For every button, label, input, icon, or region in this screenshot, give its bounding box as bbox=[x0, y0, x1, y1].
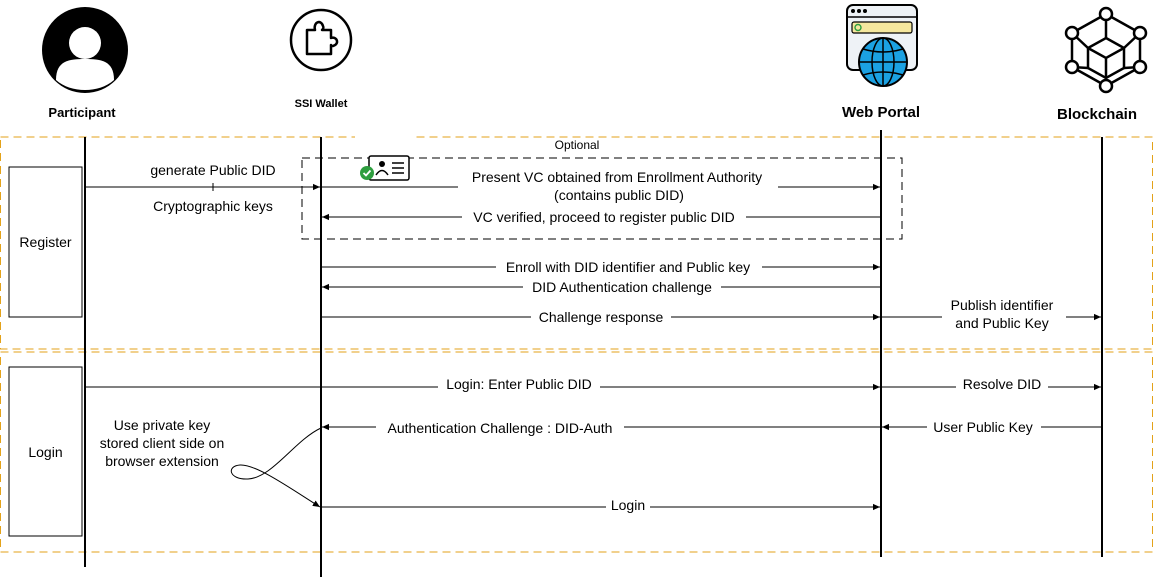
private-key-loop bbox=[230, 427, 322, 508]
check-badge-icon bbox=[360, 166, 374, 180]
msg-vc-verified: VC verified, proceed to register public … bbox=[473, 209, 734, 225]
msg-auth-challenge: Authentication Challenge : DID-Auth bbox=[388, 420, 613, 436]
login-label: Login bbox=[28, 444, 62, 460]
msg-crypto-keys: Cryptographic keys bbox=[153, 198, 273, 214]
note-private-key-2: stored client side on bbox=[100, 435, 225, 451]
credential-card-icon bbox=[368, 155, 410, 181]
blockchain-title: Blockchain bbox=[1057, 106, 1137, 123]
optional-label: Optional bbox=[555, 138, 600, 152]
msg-publish-1: Publish identifier bbox=[951, 297, 1054, 313]
msg-user-pubkey: User Public Key bbox=[933, 419, 1033, 435]
msg-generate-did: generate Public DID bbox=[150, 162, 275, 178]
msg-login-final: Login bbox=[611, 497, 645, 513]
msg-challenge-response: Challenge response bbox=[539, 309, 664, 325]
optional-box bbox=[301, 157, 903, 240]
msg-resolve-did: Resolve DID bbox=[963, 376, 1042, 392]
note-private-key-3: browser extension bbox=[105, 453, 219, 469]
browser-globe-icon bbox=[846, 4, 918, 87]
participant-icon bbox=[42, 7, 128, 93]
puzzle-icon bbox=[289, 8, 353, 72]
msg-present-vc-1: Present VC obtained from Enrollment Auth… bbox=[472, 169, 762, 185]
msg-login-enter: Login: Enter Public DID bbox=[446, 376, 592, 392]
msg-publish-2: and Public Key bbox=[955, 315, 1048, 331]
register-box bbox=[8, 166, 83, 318]
wallet-title: SSI Wallet bbox=[295, 98, 348, 110]
login-box bbox=[8, 366, 83, 537]
register-label: Register bbox=[19, 234, 71, 250]
msg-enroll: Enroll with DID identifier and Public ke… bbox=[506, 259, 750, 275]
msg-present-vc-2: (contains public DID) bbox=[554, 187, 684, 203]
note-private-key-1: Use private key bbox=[114, 417, 210, 433]
participant-title: Participant bbox=[48, 105, 116, 120]
msg-did-auth-challenge: DID Authentication challenge bbox=[532, 279, 712, 295]
blockchain-icon bbox=[1064, 6, 1148, 94]
register-section-frame bbox=[0, 136, 1153, 350]
login-section-frame bbox=[0, 351, 1153, 553]
portal-title: Web Portal bbox=[842, 104, 920, 121]
